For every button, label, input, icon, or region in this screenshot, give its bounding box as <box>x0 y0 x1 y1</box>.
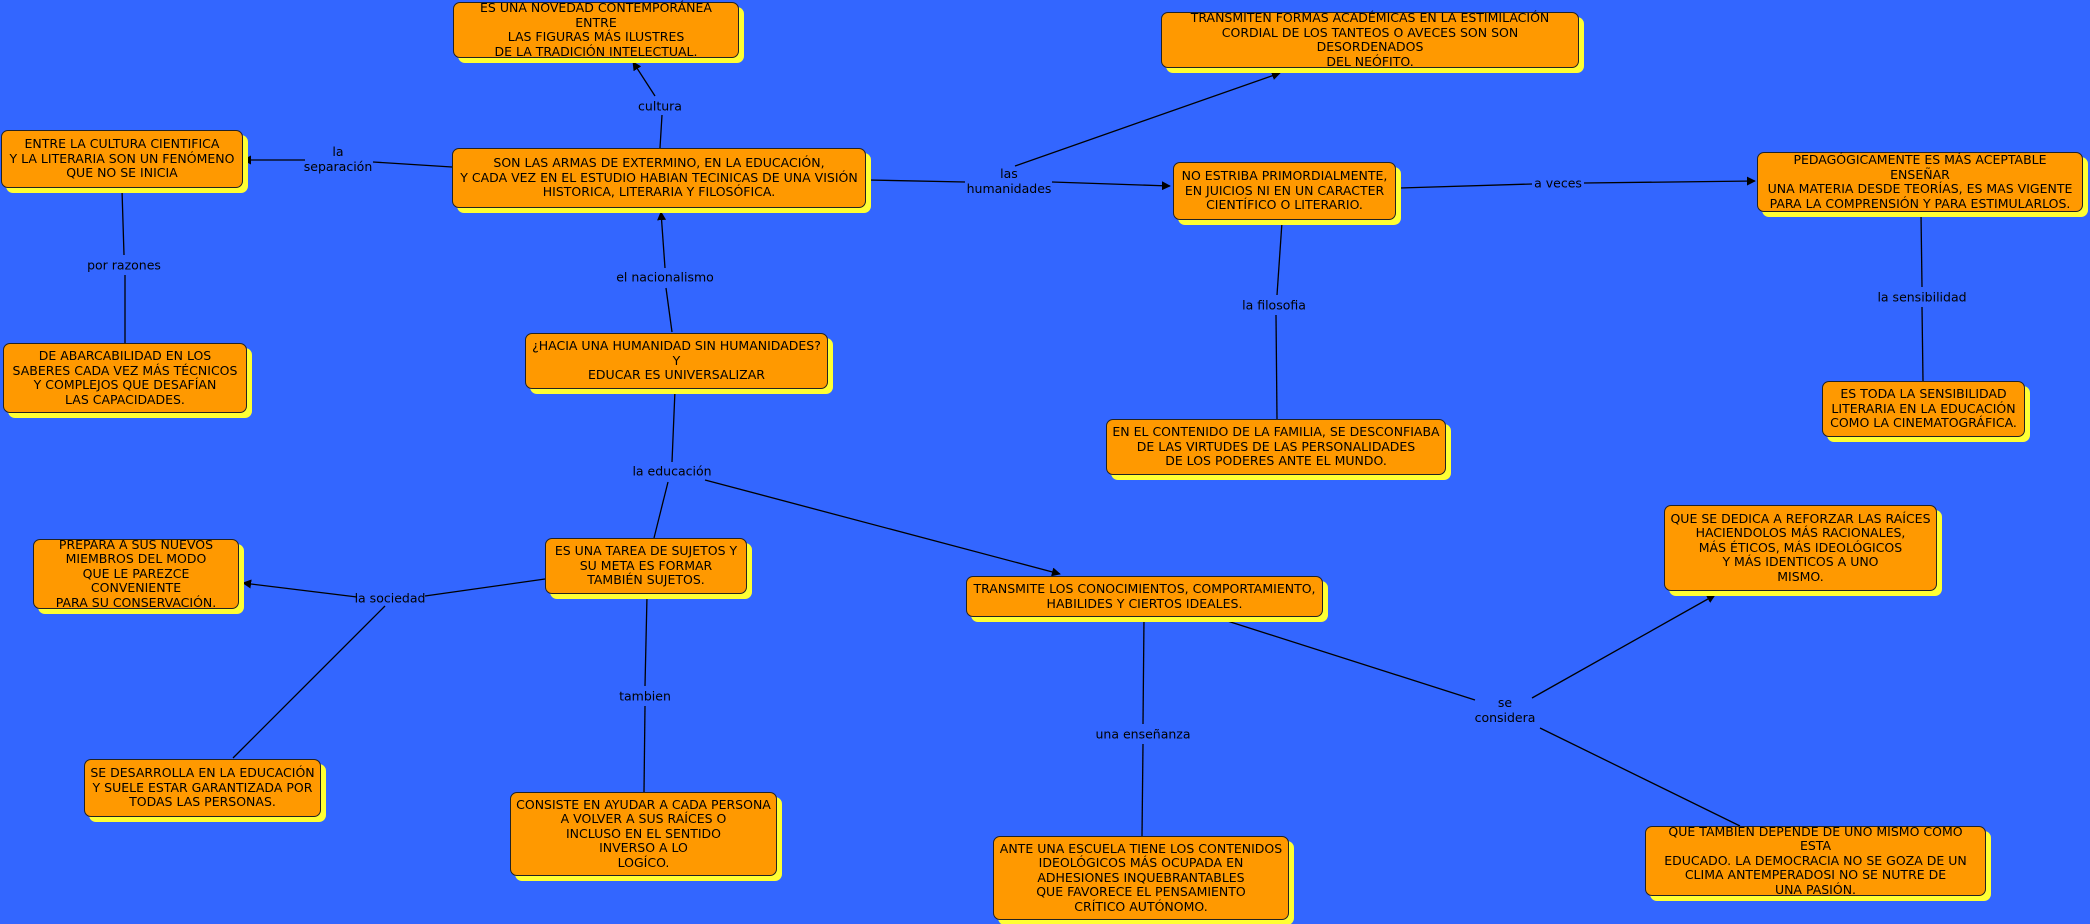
link-sociedad-desarrolla <box>232 605 386 759</box>
link-cientifica-porrazones <box>121 189 125 256</box>
concept-tarea-sujetos[interactable]: ES UNA TAREA DE SUJETOS Y SU META ES FOR… <box>545 538 747 594</box>
link-hacia-educacion <box>671 389 676 463</box>
concept-desarrolla-educacion[interactable]: SE DESARROLLA EN LA EDUCACIÓN Y SUELE ES… <box>84 759 321 817</box>
concept-reforzar-raices[interactable]: QUE SE DEDICA A REFORZAR LAS RAÍCES HACI… <box>1664 505 1937 591</box>
concept-consiste-ayudar[interactable]: CONSISTE EN AYUDAR A CADA PERSONA A VOLV… <box>510 792 777 876</box>
link-aveces-pedagogic <box>1583 176 1756 186</box>
concept-transmite-conocimientos[interactable]: TRANSMITE LOS CONOCIMIENTOS, COMPORTAMIE… <box>966 576 1323 617</box>
link-considera-depende <box>1539 727 1741 827</box>
link-label-filosofia: la filosofia <box>1242 297 1306 313</box>
concept-abarcabilidad[interactable]: DE ABARCABILIDAD EN LOS SABERES CADA VEZ… <box>3 343 247 413</box>
concept-sensibilidad[interactable]: ES TODA LA SENSIBILIDAD LITERARIA EN LA … <box>1822 381 2025 437</box>
link-label-humanidades: las humanidades <box>966 166 1052 196</box>
link-label-tambien: tambien <box>619 688 671 704</box>
link-label-nacionalismo: el nacionalismo <box>616 269 714 285</box>
concept-pedagogicamente[interactable]: PEDAGÓGICAMENTE ES MÁS ACEPTABLE ENSEÑAR… <box>1757 152 2083 212</box>
link-educacion-transmite <box>704 479 1061 577</box>
link-label-educacion: la educación <box>632 463 712 479</box>
link-ensenanza-escuela <box>1141 743 1144 837</box>
link-humanidades-estriba <box>1051 181 1171 191</box>
link-transmite-considera <box>1217 617 1476 701</box>
concept-transmiten-formas[interactable]: TRANSMITEN FORMAS ACADÉMICAS EN LA ESTIM… <box>1161 10 1579 68</box>
link-humanidades-transmiten <box>1014 71 1281 167</box>
link-label-sensibilidad: la sensibilidad <box>1877 289 1967 305</box>
link-sociedad-prepara <box>242 579 358 598</box>
link-sensibilidad-node <box>1921 306 1924 382</box>
concept-armas-exterminio[interactable]: SON LAS ARMAS DE EXTERMINO, EN LA EDUCAC… <box>452 148 866 208</box>
concept-cultura-cientifica[interactable]: ENTRE LA CULTURA CIENTIFICA Y LA LITERAR… <box>1 130 243 188</box>
concept-cultura-novedad[interactable]: ES UNA NOVEDAD CONTEMPORÁNEA ENTRE LAS F… <box>453 0 739 58</box>
concept-escuela-contenidos[interactable]: ANTE UNA ESCUELA TIENE LOS CONTENIDOS ID… <box>993 836 1289 920</box>
link-estriba-aveces <box>1399 183 1533 189</box>
link-pedagogic-sensibilidad <box>1920 213 1923 288</box>
link-armas-humanidades <box>867 179 966 183</box>
concept-no-estriba[interactable]: NO ESTRIBA PRIMORDIALMENTE, EN JUICIOS N… <box>1173 162 1396 220</box>
link-label-sociedad: la sociedad <box>354 590 426 606</box>
link-cultura-node <box>632 61 656 97</box>
link-label-separacion: la separación <box>303 144 373 174</box>
concept-hacia-humanidad[interactable]: ¿HACIA UNA HUMANIDAD SIN HUMANIDADES? Y … <box>525 333 828 389</box>
link-educacion-tarea <box>653 481 669 539</box>
link-estriba-filosofia <box>1276 221 1283 296</box>
link-armas-separacion <box>372 161 453 168</box>
concept-familia[interactable]: EN EL CONTENIDO DE LA FAMILIA, SE DESCON… <box>1106 419 1446 475</box>
link-filosofia-familia <box>1275 314 1278 420</box>
link-nacionalismo-armas <box>657 211 667 269</box>
link-label-ensenanza: una enseñanza <box>1095 726 1191 742</box>
link-label-se-considera: se considera <box>1474 695 1536 725</box>
link-tambien-consiste <box>643 705 646 793</box>
link-label-por-razones: por razones <box>87 257 161 273</box>
concept-depende-uno-mismo[interactable]: QUE TAMBIEN DEPENDE DE UNO MISMO COMO ES… <box>1645 824 1986 897</box>
link-label-cultura: cultura <box>638 98 682 114</box>
link-transmite-ensenanza <box>1142 617 1145 725</box>
link-hacia-nacionalismo <box>665 287 673 333</box>
link-tarea-sociedad <box>424 578 546 597</box>
link-armas-cultura <box>659 114 663 149</box>
link-label-a-veces: a veces <box>1534 175 1582 191</box>
link-tarea-tambien <box>644 595 648 687</box>
link-considera-raices <box>1531 594 1716 699</box>
concept-prepara-miembros[interactable]: PREPARA A SUS NUEVOS MIEMBROS DEL MODO Q… <box>33 537 239 610</box>
